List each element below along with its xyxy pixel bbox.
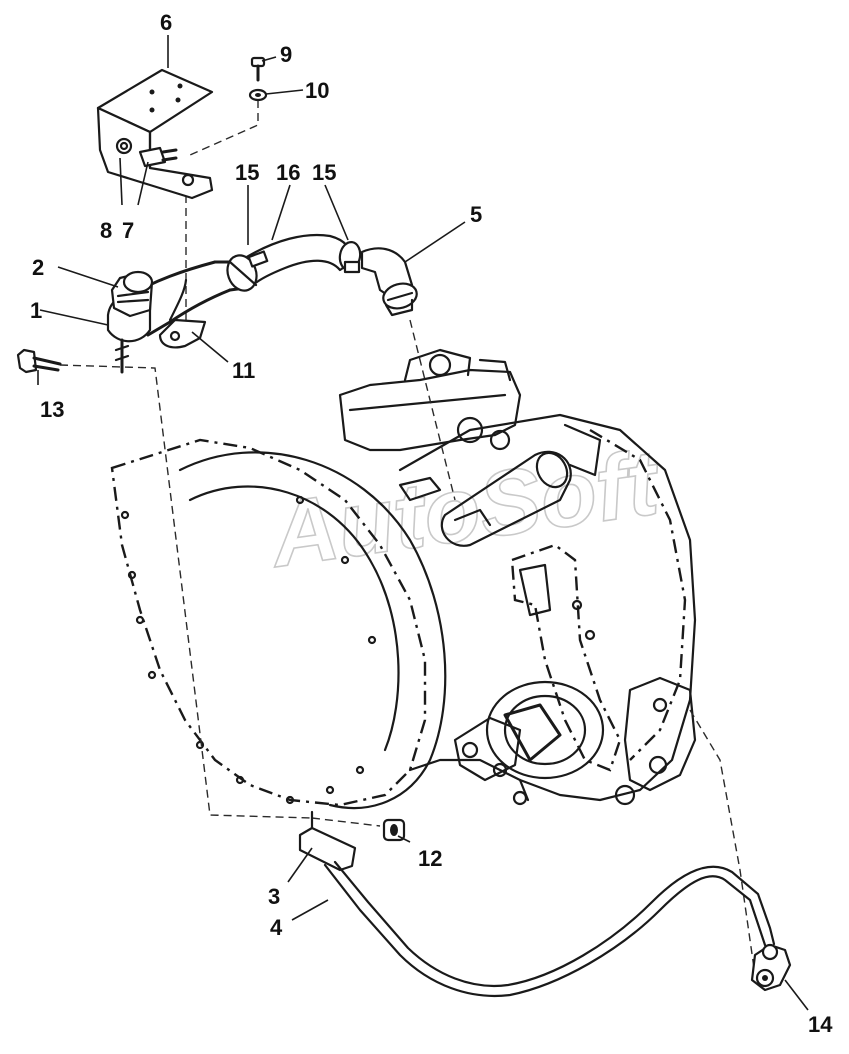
callout-16: 16 bbox=[276, 160, 300, 185]
bracket-bolt bbox=[138, 146, 178, 168]
support-arm bbox=[510, 543, 622, 772]
callout-11: 11 bbox=[232, 358, 255, 383]
valve-block bbox=[338, 368, 522, 452]
bell-housing-inner bbox=[188, 485, 400, 752]
callout-1: 1 bbox=[30, 298, 42, 323]
callout-10: 10 bbox=[305, 78, 329, 103]
gearbox-body bbox=[398, 413, 697, 802]
callout-4: 4 bbox=[270, 915, 283, 940]
tube-clip-11 bbox=[158, 318, 207, 349]
washer-10 bbox=[248, 88, 268, 102]
elbow-fitting-5 bbox=[360, 247, 418, 317]
transmission-housing bbox=[110, 348, 697, 810]
shift-cylinder bbox=[398, 423, 602, 547]
callout-9: 9 bbox=[280, 42, 292, 67]
callout-3: 3 bbox=[268, 884, 280, 909]
callout-7: 7 bbox=[122, 218, 134, 243]
callout-15-left: 15 bbox=[235, 160, 259, 185]
callout-8: 8 bbox=[100, 218, 112, 243]
callout-15-right: 15 bbox=[312, 160, 336, 185]
breather-cap-2 bbox=[110, 270, 154, 318]
cap-screw-9 bbox=[250, 56, 266, 82]
hose-clamp-15-right bbox=[338, 241, 362, 274]
fitting-14 bbox=[750, 943, 792, 992]
tube-end-pin bbox=[114, 338, 130, 374]
callout-labels: 6 9 10 8 7 15 16 15 5 2 1 11 13 12 3 4 1… bbox=[30, 10, 833, 1037]
mounting-bracket bbox=[96, 68, 214, 200]
clip-3 bbox=[298, 810, 357, 872]
callout-14: 14 bbox=[808, 1012, 833, 1037]
assembly-center-lines bbox=[59, 100, 756, 976]
callout-12: 12 bbox=[418, 846, 442, 871]
gearbox-right-cover bbox=[589, 428, 687, 761]
leader-lines bbox=[37, 35, 809, 1011]
callout-2: 2 bbox=[32, 255, 44, 280]
bell-housing-flange bbox=[110, 438, 427, 807]
bell-housing-body bbox=[178, 451, 447, 810]
callout-6: 6 bbox=[160, 10, 172, 35]
callout-13: 13 bbox=[40, 397, 64, 422]
hose-clamp-15-left bbox=[226, 250, 269, 292]
mounting-lug bbox=[614, 676, 697, 806]
nut-12 bbox=[382, 818, 406, 842]
callout-5: 5 bbox=[470, 202, 482, 227]
drain-tube-4 bbox=[323, 860, 776, 997]
output-yoke bbox=[453, 680, 605, 806]
cap-screw-13 bbox=[16, 348, 62, 374]
flange-bolt-holes bbox=[120, 495, 377, 805]
